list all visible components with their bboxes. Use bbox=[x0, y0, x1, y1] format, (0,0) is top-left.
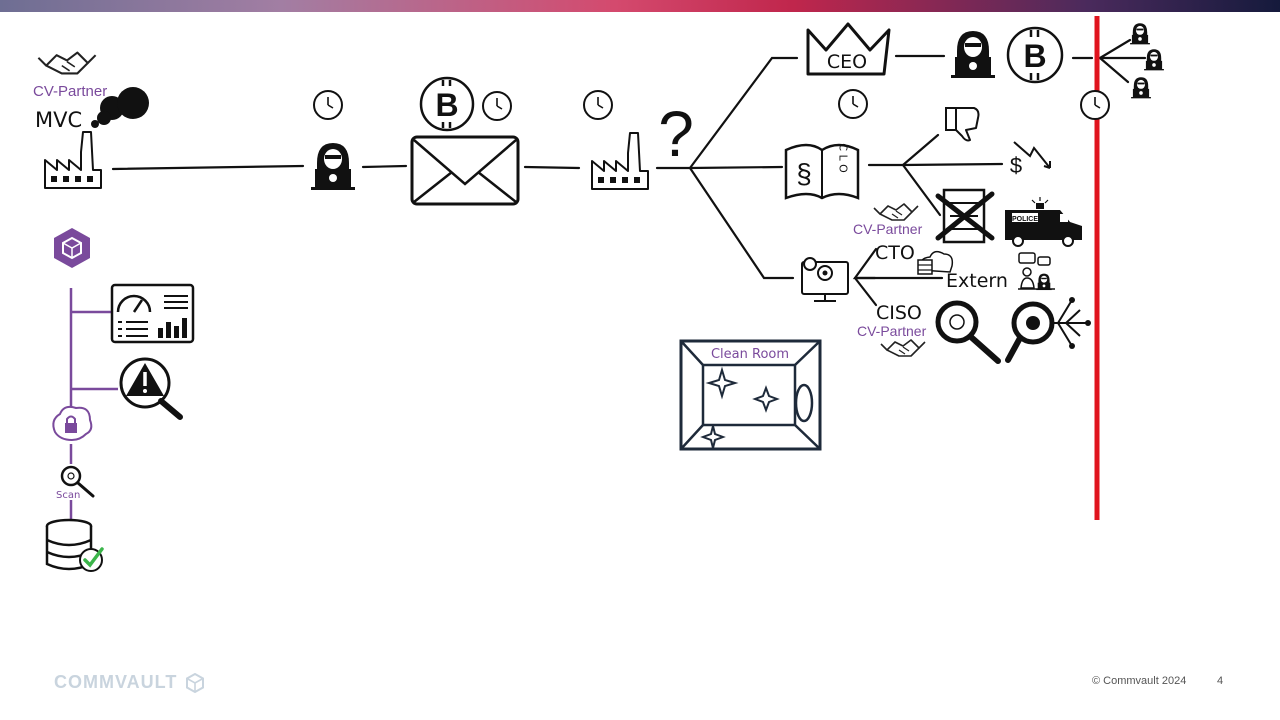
mvc-label: MVC bbox=[35, 108, 82, 132]
handshake-icon bbox=[37, 51, 97, 75]
clean-room-icon bbox=[679, 339, 822, 451]
smoke-cloud-icon bbox=[91, 87, 149, 128]
connector-lines bbox=[111, 38, 1147, 307]
clock-icon bbox=[838, 89, 868, 119]
virus-magnifier-icon bbox=[935, 300, 1001, 364]
purple-tree-lines bbox=[69, 288, 118, 520]
svg-text:POLICE: POLICE bbox=[1012, 216, 1038, 223]
police-van-icon: POLICE bbox=[1005, 197, 1082, 247]
cv-partner-label-2: CV-Partner bbox=[853, 221, 923, 237]
alert-magnifier-icon bbox=[119, 357, 183, 420]
svg-text:B: B bbox=[1023, 38, 1046, 74]
clock-icon bbox=[313, 90, 343, 120]
ciso-label: CISO bbox=[876, 302, 922, 324]
page-number: 4 bbox=[1217, 675, 1224, 687]
bitcoin-icon: B bbox=[419, 76, 475, 132]
small-hacker-icon bbox=[1144, 49, 1164, 71]
factory-icon bbox=[591, 132, 649, 190]
crown-icon bbox=[806, 22, 891, 76]
svg-text:B: B bbox=[435, 87, 458, 123]
envelope-icon bbox=[410, 135, 520, 206]
forensic-analysis-icon bbox=[1005, 297, 1091, 363]
commvault-logo: COMMVAULT bbox=[54, 672, 205, 693]
hacker-icon bbox=[311, 143, 355, 190]
handshake-icon bbox=[873, 203, 919, 221]
copyright-text: © Commvault 2024 bbox=[1092, 675, 1187, 687]
scan-magnifier-icon bbox=[60, 465, 95, 498]
clock-icon bbox=[482, 91, 512, 121]
thumbs-down-icon bbox=[945, 107, 980, 142]
cv-partner-label-1: CV-Partner bbox=[33, 83, 107, 100]
cto-label: CTO bbox=[875, 242, 915, 264]
clean-room-label: Clean Room bbox=[711, 347, 789, 362]
scan-label: Scan bbox=[56, 490, 80, 501]
ceo-label: CEO bbox=[827, 51, 867, 73]
small-hacker-icon bbox=[1131, 77, 1151, 99]
dashboard-icon bbox=[110, 283, 195, 344]
top-gradient-bar bbox=[0, 0, 1280, 12]
logo-text: COMMVAULT bbox=[54, 672, 178, 692]
hacker-icon bbox=[951, 31, 995, 78]
logo-cube-icon bbox=[186, 672, 205, 693]
svg-text:$: $ bbox=[1010, 153, 1022, 178]
extern-label: Extern bbox=[946, 270, 1008, 292]
clock-icon bbox=[1080, 90, 1110, 120]
disabled-server-icon bbox=[935, 188, 995, 244]
question-mark: ? bbox=[658, 98, 694, 170]
clo-label: C L O bbox=[837, 143, 850, 173]
money-loss-icon: $ bbox=[1010, 141, 1051, 178]
commvault-cube-icon bbox=[54, 228, 90, 268]
cv-partner-label-3: CV-Partner bbox=[857, 323, 927, 339]
cloud-database-icon bbox=[917, 250, 954, 275]
factory-icon bbox=[44, 131, 102, 189]
handshake-icon bbox=[880, 339, 926, 357]
consultant-icon bbox=[1018, 252, 1055, 291]
small-hacker-icon bbox=[1130, 23, 1150, 45]
law-book-icon: § bbox=[784, 143, 860, 200]
clock-icon bbox=[583, 90, 613, 120]
cloud-lock-icon bbox=[52, 405, 93, 442]
svg-text:§: § bbox=[796, 158, 812, 189]
computer-settings-icon bbox=[801, 257, 849, 302]
verified-database-icon bbox=[45, 518, 104, 572]
bitcoin-icon: B bbox=[1006, 26, 1064, 84]
